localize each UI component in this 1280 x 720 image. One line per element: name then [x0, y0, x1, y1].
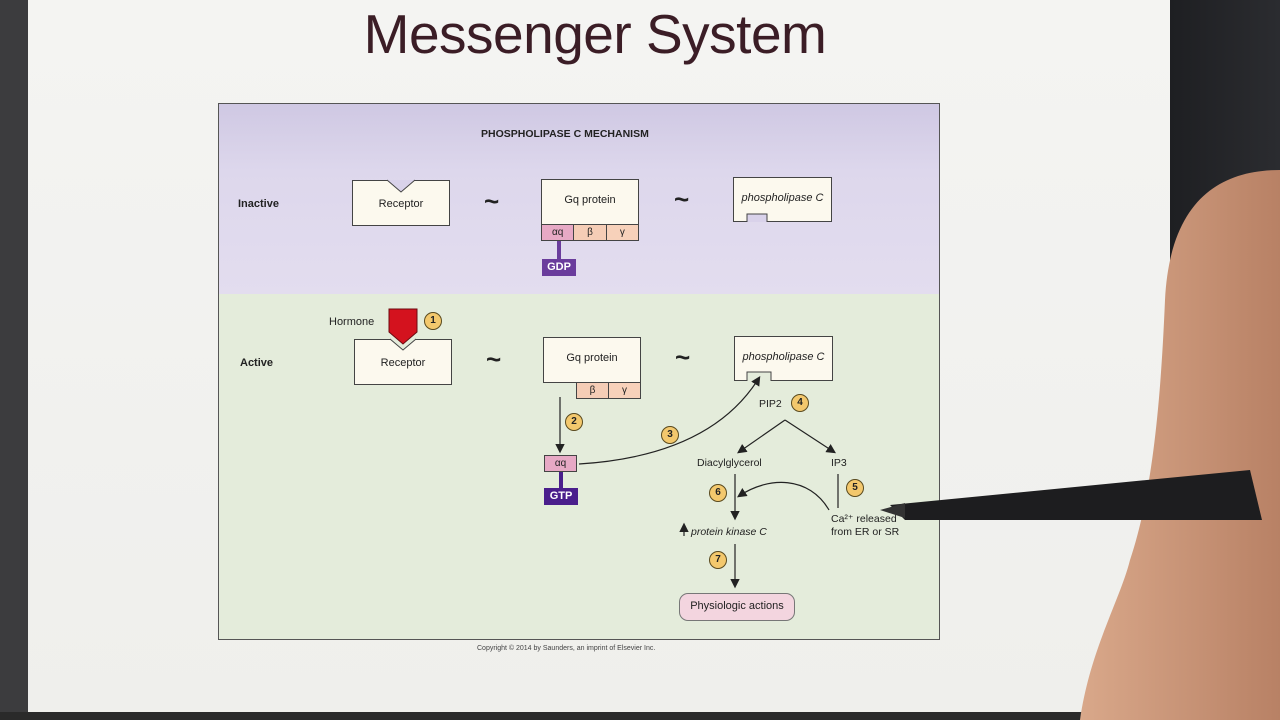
inactive-gamma-subunit: γ: [605, 225, 638, 240]
phospholipase-c-figure: PHOSPHOLIPASE C MECHANISM Inactive Activ…: [218, 103, 940, 640]
physiologic-actions: Physiologic actions: [679, 593, 795, 621]
hand-skin: [1080, 170, 1280, 720]
active-alpha-box: αq: [544, 455, 577, 472]
pip2-label: PIP2: [759, 398, 782, 410]
ip3-label: IP3: [831, 457, 847, 469]
pen-tip: [880, 503, 905, 518]
active-gamma-subunit: γ: [608, 383, 640, 398]
step-badge-5: 5: [846, 479, 864, 497]
arrow-pip2-to-dag: [737, 419, 786, 454]
step-badge-7: 7: [709, 551, 727, 569]
step-badge-4: 4: [791, 394, 809, 412]
diagram-connectors: [386, 179, 839, 589]
inactive-receptor-notch: [386, 179, 416, 193]
hormone-label: Hormone: [329, 316, 375, 328]
arrow-alpha-to-plc: [578, 375, 761, 465]
arrow-ca-to-pkc: [737, 481, 830, 511]
gdp-stem: [557, 241, 561, 259]
tilde-inactive-1: ~: [484, 186, 500, 216]
hormone-shape: [388, 308, 418, 345]
inactive-label: Inactive: [238, 198, 279, 210]
inactive-phospholipase-c: phospholipase C: [733, 177, 832, 222]
bezel-bottom: [0, 712, 1280, 720]
arrow-pip2-to-ip3: [784, 419, 837, 454]
active-beta-subunit: β: [577, 383, 608, 398]
inactive-gq-label: Gq protein: [564, 194, 616, 206]
tilde-active-1: ~: [486, 344, 502, 374]
inactive-receptor-label: Receptor: [378, 198, 424, 210]
active-label: Active: [240, 357, 274, 369]
diacylglycerol-label: Diacylglycerol: [697, 457, 762, 469]
active-receptor-label: Receptor: [380, 357, 426, 369]
pen: [890, 470, 1262, 520]
ca-release-line2: from ER or SR: [831, 526, 900, 538]
inactive-plc-notch: [746, 213, 768, 222]
step-badge-3: 3: [661, 426, 679, 444]
active-gq-label: Gq protein: [566, 352, 618, 364]
active-plc-label: phospholipase C: [742, 351, 825, 363]
inactive-subunits: αq β γ: [541, 224, 639, 241]
slide-title: Messenger System: [363, 3, 827, 65]
inactive-alpha-subunit: αq: [542, 225, 574, 240]
active-subunits: β γ: [576, 382, 641, 399]
ca-release-line1: Ca²⁺ released: [831, 513, 897, 525]
inactive-plc-label: phospholipase C: [741, 192, 824, 204]
gtp-stem: [559, 472, 563, 488]
active-alpha-subunit: αq: [545, 456, 576, 471]
step-badge-6: 6: [709, 484, 727, 502]
inactive-beta-subunit: β: [573, 225, 606, 240]
active-gq-protein: Gq protein: [543, 337, 641, 383]
step-badge-1: 1: [424, 312, 442, 330]
tilde-inactive-2: ~: [674, 184, 690, 214]
copyright-text: Copyright © 2014 by Saunders, an imprint…: [477, 645, 656, 652]
figure-title: PHOSPHOLIPASE C MECHANISM: [481, 128, 649, 140]
tilde-active-2: ~: [675, 342, 691, 372]
gtp-badge: GTP: [544, 488, 578, 505]
inactive-receptor: Receptor: [352, 180, 450, 226]
protein-kinase-c-label: protein kinase C: [691, 526, 767, 538]
gdp-badge: GDP: [542, 259, 576, 276]
step-badge-2: 2: [565, 413, 583, 431]
bezel-left: [0, 0, 28, 720]
inactive-gq-protein: Gq protein: [541, 179, 639, 225]
